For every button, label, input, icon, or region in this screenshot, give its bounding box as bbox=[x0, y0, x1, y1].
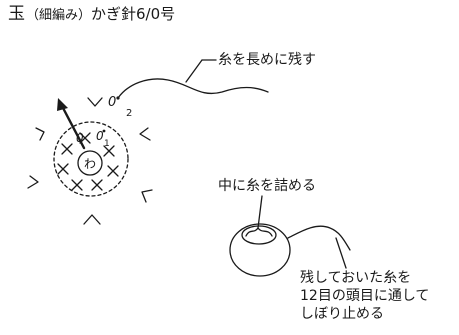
note-finish-line-2: 12目の頭目に通して bbox=[300, 288, 430, 304]
round2-chain-symbol: 0 bbox=[108, 95, 116, 110]
round2-increase-stitches bbox=[27, 97, 153, 225]
note-leave-tail: 糸を長めに残す bbox=[218, 52, 316, 68]
direction-arrow bbox=[60, 104, 86, 150]
ball-sphere bbox=[229, 223, 291, 277]
leader-line-tail bbox=[185, 59, 203, 83]
leader-line-stuff bbox=[257, 195, 263, 229]
round1-chain-symbol: 0 bbox=[96, 129, 104, 143]
direction-arrowhead bbox=[57, 98, 68, 111]
round2-dot bbox=[116, 96, 120, 100]
title-tool: かぎ針6/0号 bbox=[91, 5, 176, 23]
leader-line-finish bbox=[335, 237, 347, 269]
round1-dot bbox=[102, 129, 106, 133]
note-finish-line-3: しぼり止める bbox=[300, 306, 384, 322]
round1-stitches bbox=[57, 132, 119, 191]
round2-number: 2 bbox=[126, 108, 132, 119]
diagram-title: 玉（細編み）かぎ針6/0号 bbox=[8, 4, 175, 26]
ring-chain-symbol: 0 bbox=[76, 131, 84, 145]
yarn-tail bbox=[117, 78, 269, 99]
magic-ring-circle bbox=[77, 150, 103, 176]
ball-tail bbox=[287, 225, 351, 251]
ball-stuffing bbox=[245, 227, 273, 237]
ring-symbol: わ bbox=[84, 157, 96, 171]
note-finish-line-1: 残しておいた糸を bbox=[300, 270, 412, 286]
title-main: 玉 bbox=[8, 4, 25, 24]
title-method: （細編み） bbox=[26, 8, 92, 23]
round1-number: 1 bbox=[104, 139, 110, 149]
note-stuff-yarn: 中に糸を詰める bbox=[218, 178, 316, 194]
ball-opening bbox=[241, 225, 277, 245]
outer-circle bbox=[53, 121, 129, 197]
